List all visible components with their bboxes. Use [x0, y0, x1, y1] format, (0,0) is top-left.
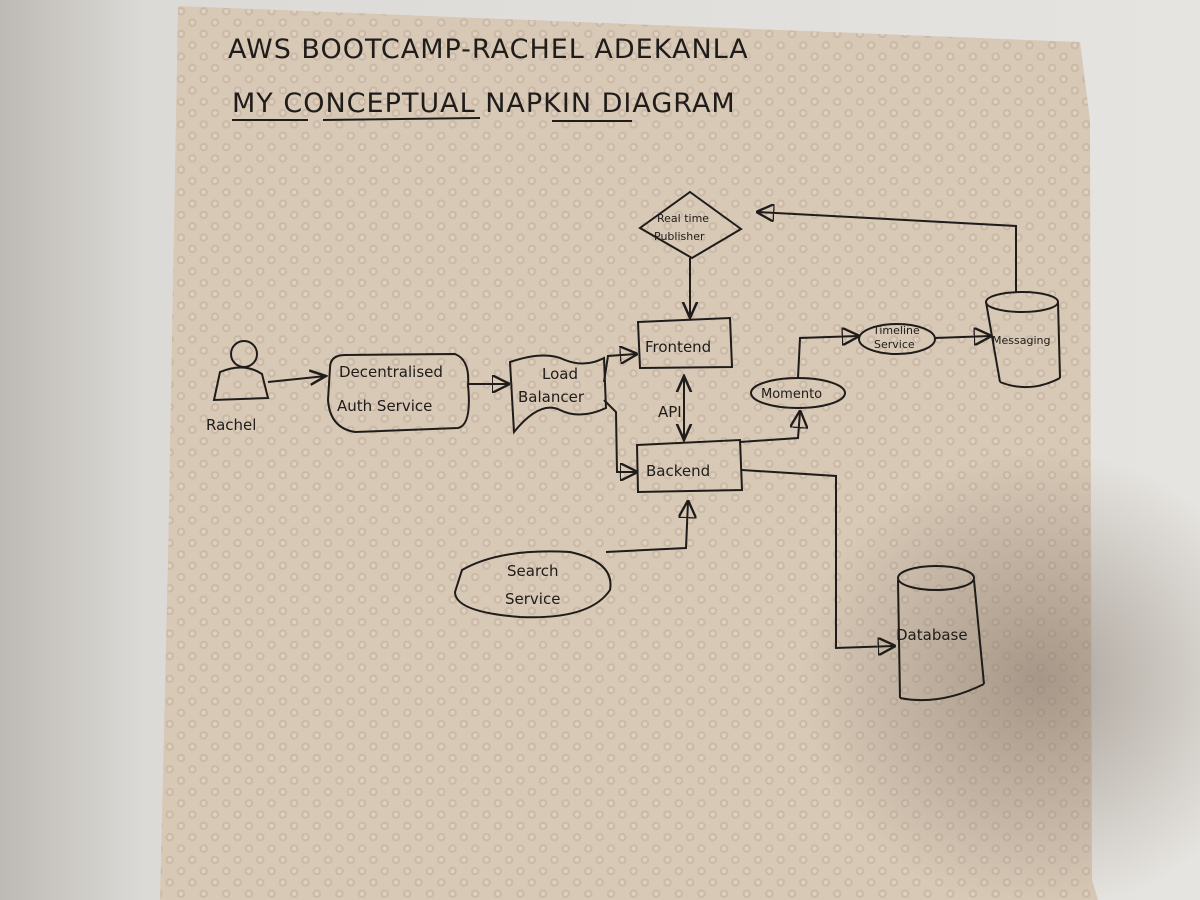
auth-label-2: Auth Service — [337, 397, 432, 415]
frontend-box — [636, 316, 734, 370]
underline-conceptual — [322, 117, 481, 121]
backend-label: Backend — [646, 462, 710, 480]
timeline-label-2: Service — [874, 338, 915, 351]
edge-messaging-realtime — [758, 212, 1017, 292]
realtime-publisher-diamond — [638, 190, 743, 260]
realtime-label-2: Publisher — [654, 230, 705, 243]
messaging-cylinder — [985, 291, 1061, 389]
edge-backend-momento — [739, 412, 800, 443]
title-line-2: MY CONCEPTUAL NAPKIN DIAGRAM — [232, 88, 736, 119]
edge-backend-database — [741, 469, 894, 648]
edge-lb-frontend — [603, 354, 636, 383]
lb-label-2: Balancer — [518, 388, 585, 406]
shadow — [800, 450, 1200, 900]
search-label-1: Search — [507, 562, 559, 580]
search-service-shape — [453, 550, 612, 619]
timeline-label-1: Timeline — [872, 324, 920, 337]
auth-service-shape — [326, 352, 470, 434]
user-icon — [212, 340, 270, 402]
momento-label: Momento — [761, 387, 822, 402]
edge-search-backend — [605, 502, 688, 553]
api-label: API — [658, 403, 682, 421]
edge-lb-backend — [603, 399, 636, 472]
edge-momento-timeline — [797, 336, 858, 379]
load-balancer-shape — [508, 354, 608, 435]
title-line-1: AWS BOOTCAMP-RACHEL ADEKANLA — [228, 34, 749, 65]
messaging-label: Messaging — [992, 334, 1050, 347]
edge-user-auth — [267, 376, 326, 382]
auth-label-1: Decentralised — [339, 363, 443, 381]
frontend-label: Frontend — [645, 338, 711, 356]
lb-label-1: Load — [542, 365, 578, 383]
user-label: Rachel — [206, 416, 256, 434]
edge-timeline-messaging — [934, 336, 990, 338]
database-cylinder — [897, 565, 985, 702]
search-label-2: Service — [505, 590, 560, 608]
realtime-label-1: Real time — [657, 212, 709, 225]
database-label: Database — [896, 626, 968, 644]
